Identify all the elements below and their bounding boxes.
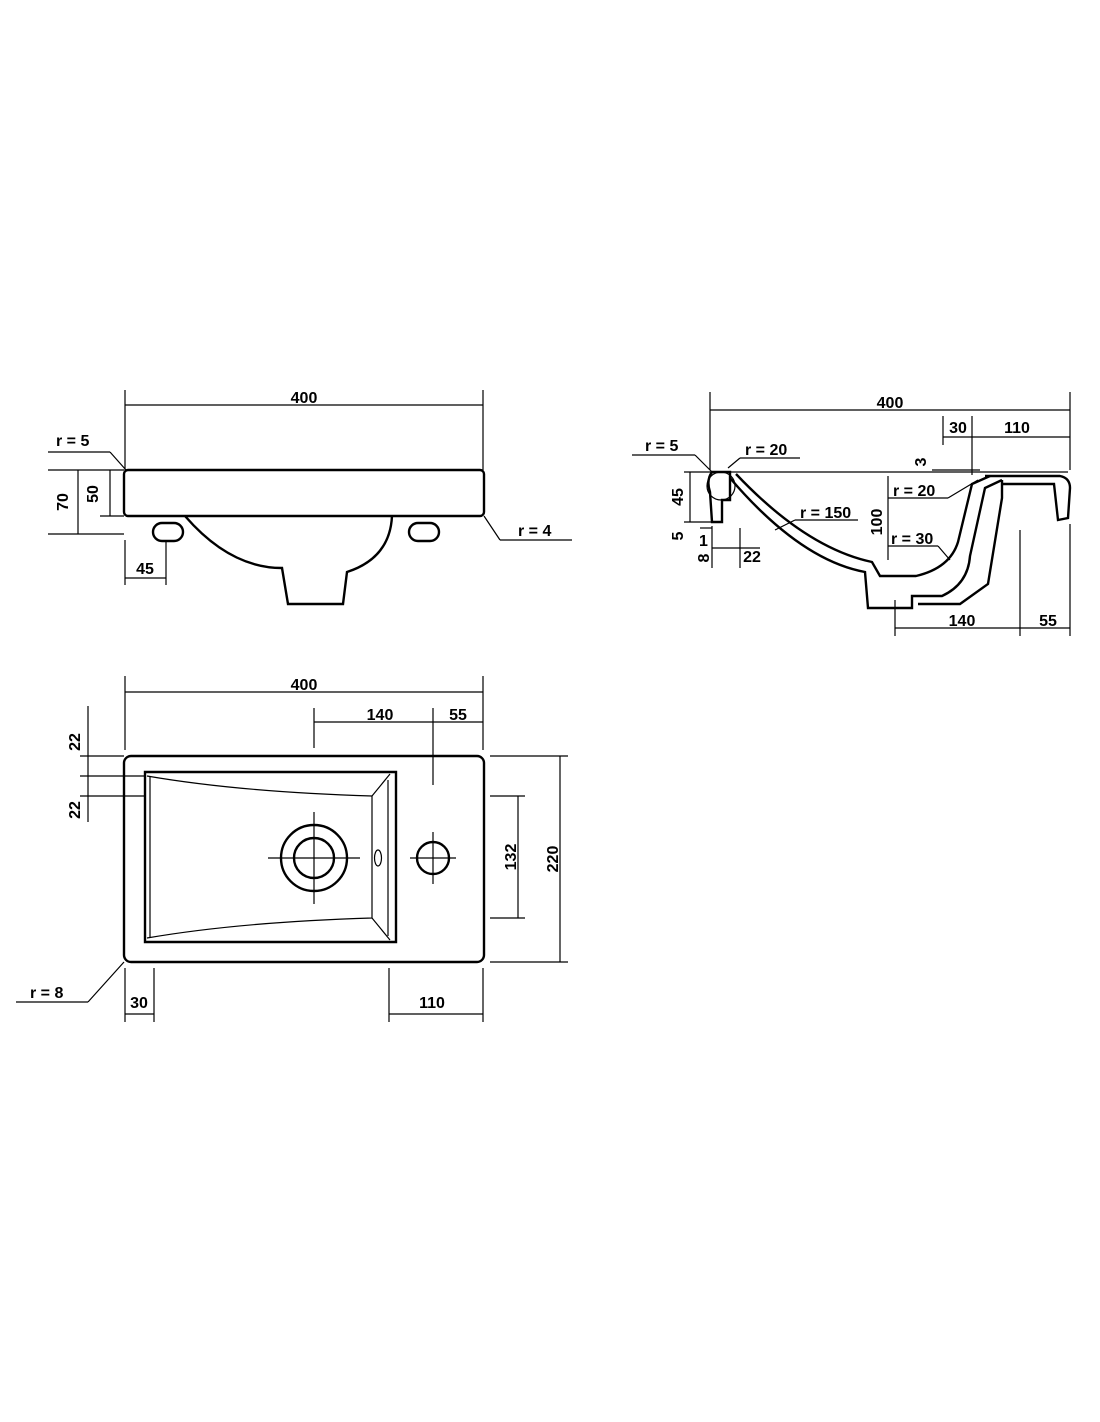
side-right-wall (918, 480, 1004, 606)
side-45-label: 45 (670, 488, 687, 506)
front-r4-label: r = 4 (518, 523, 551, 540)
side-55-label: 55 (1039, 613, 1057, 630)
right-fixing-lug (407, 521, 441, 543)
top-55-label: 55 (449, 707, 467, 724)
side-140-label: 140 (949, 613, 976, 630)
front-bowl (184, 515, 394, 606)
top-22a-label: 22 (67, 733, 84, 751)
top-132-label: 132 (503, 844, 520, 871)
top-220-label: 220 (545, 846, 562, 873)
front-h70-label: 70 (55, 493, 72, 511)
side-3-label: 3 (913, 457, 930, 466)
top-110-label: 110 (419, 995, 445, 1012)
front-h50-label: 50 (85, 485, 102, 503)
side-30-label: 30 (949, 420, 967, 437)
side-8-label: 8 (696, 553, 713, 562)
side-tap-ledge (985, 474, 1072, 522)
front-width-label: 400 (291, 390, 318, 407)
side-22-label: 22 (743, 549, 761, 566)
top-basin-rim (143, 770, 398, 944)
side-bowl-outer (729, 477, 1003, 610)
front-45-label: 45 (136, 561, 154, 578)
side-r5-label: r = 5 (645, 438, 678, 455)
left-fixing-lug (151, 521, 185, 543)
side-1-label: 1 (699, 533, 708, 550)
side-width-label: 400 (877, 395, 904, 412)
top-outer-outline (122, 754, 486, 964)
top-30-label: 30 (130, 995, 148, 1012)
side-5-label: 5 (670, 531, 687, 540)
side-r30-label: r = 30 (891, 531, 933, 548)
top-basin-slope (146, 775, 373, 939)
side-110-label: 110 (1004, 420, 1030, 437)
top-22b-label: 22 (67, 801, 84, 819)
top-r8-label: r = 8 (30, 985, 63, 1002)
side-r150-label: r = 150 (800, 505, 851, 522)
front-r5-label: r = 5 (56, 433, 89, 450)
overflow-slot (373, 849, 383, 867)
front-rim (122, 468, 486, 518)
side-r20-top-label: r = 20 (745, 442, 787, 459)
top-width-label: 400 (291, 677, 318, 694)
top-140-label: 140 (367, 707, 394, 724)
side-bowl-inner (735, 473, 991, 578)
side-100-label: 100 (869, 509, 886, 536)
side-section-view: 400 30 110 r = 5 r = 20 3 45 (632, 392, 1072, 636)
front-view: 400 r = 5 r = 4 70 50 45 (48, 390, 572, 606)
top-plan-view: 400 140 55 22 22 (16, 676, 568, 1022)
side-r20-mid-label: r = 20 (893, 483, 935, 500)
